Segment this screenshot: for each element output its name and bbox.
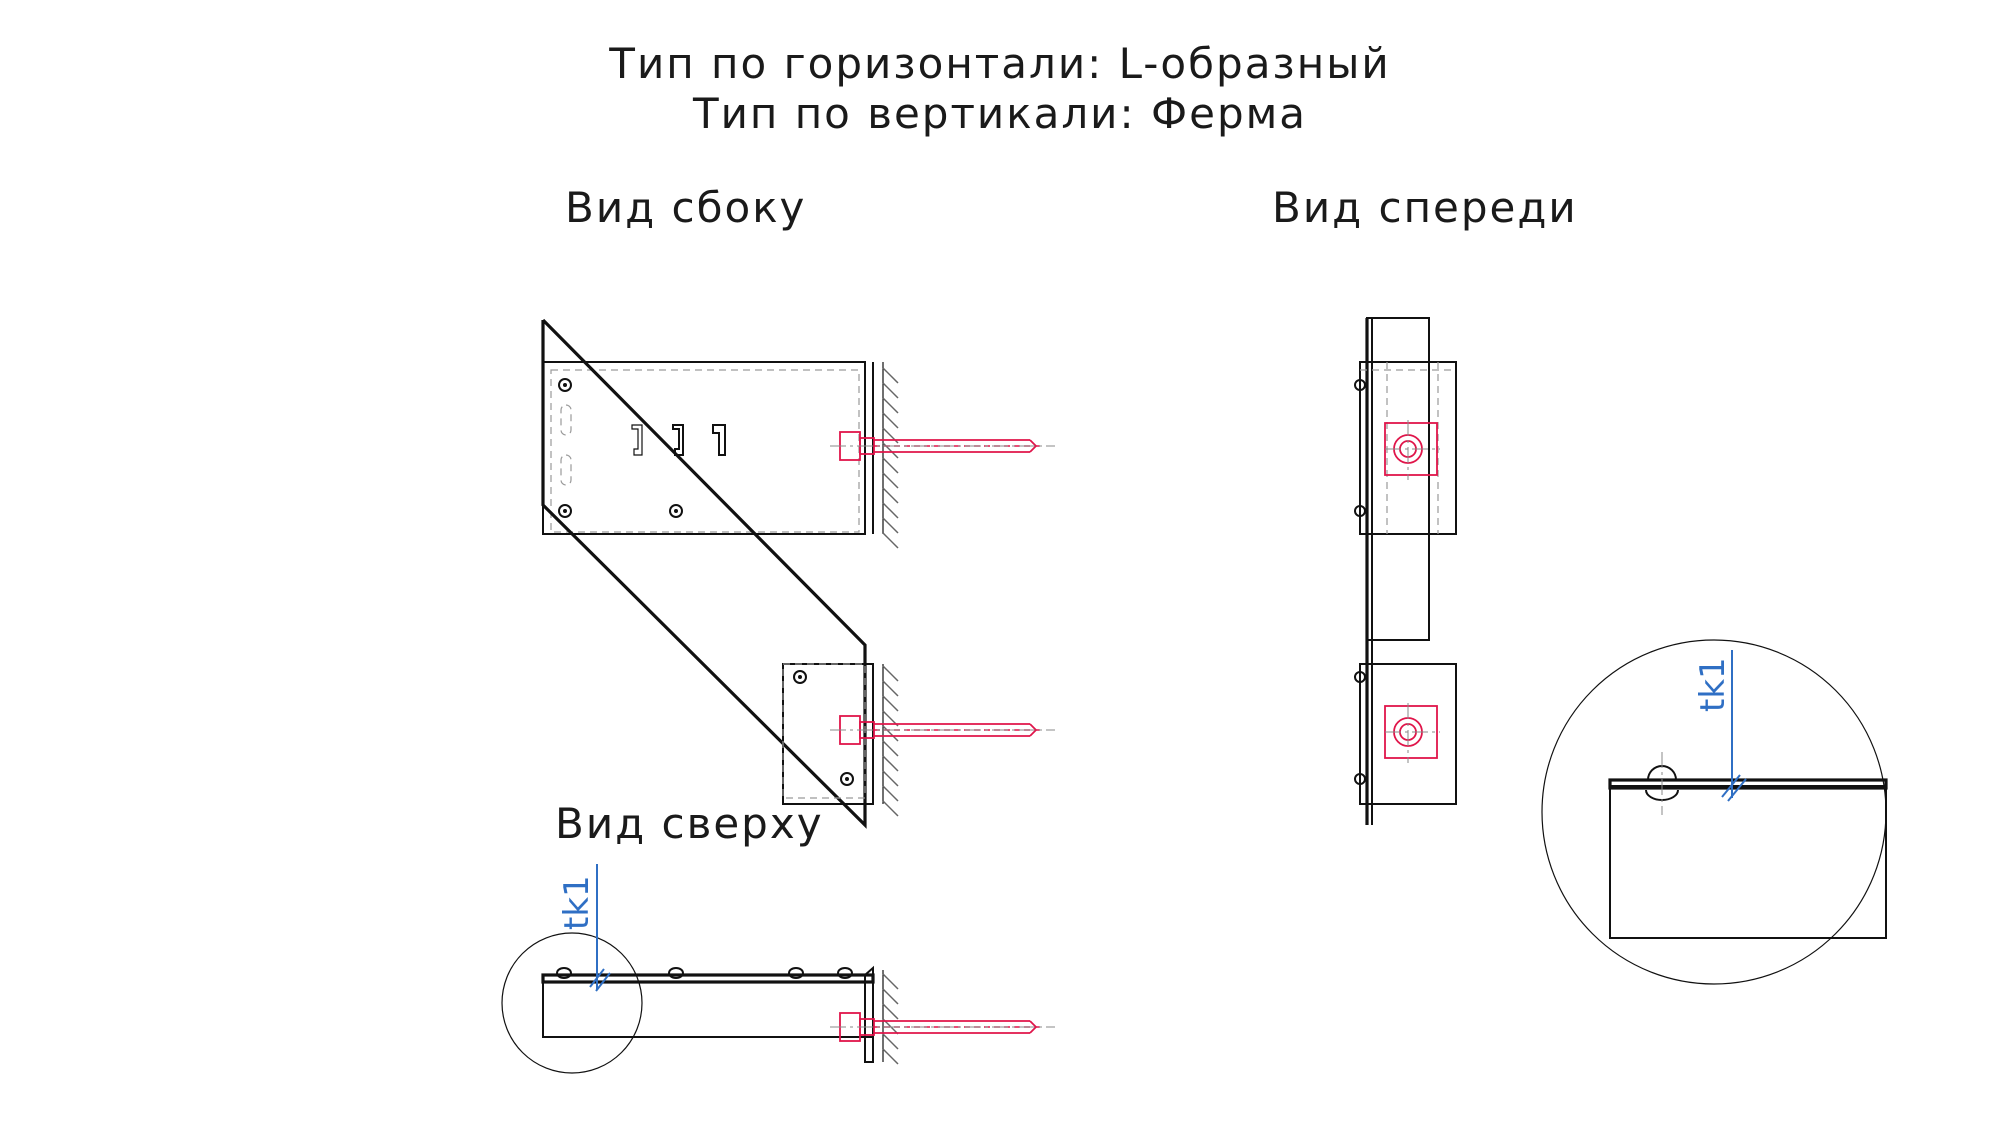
detail-view: tk1	[1541, 639, 1888, 985]
front-upper-bracket	[1359, 361, 1457, 535]
top-anchor	[830, 1012, 1055, 1042]
truss-diagonal	[541, 318, 867, 829]
front-view	[1354, 317, 1457, 825]
side-wall-hatch-lower	[882, 665, 899, 817]
detail-callout-circle	[501, 932, 643, 1074]
front-bolts	[1354, 379, 1366, 785]
slot-hole-lower	[560, 454, 572, 486]
front-anchor-upper	[1384, 420, 1440, 480]
side-view	[541, 318, 1055, 829]
front-view-label: Вид спереди	[1272, 183, 1578, 232]
front-lower-bracket	[1359, 663, 1457, 805]
vertical-type-title: Тип по вертикали: Ферма	[692, 89, 1307, 138]
top-view: tk1	[501, 864, 1055, 1074]
side-wall-hatch-upper	[882, 367, 899, 549]
slot-hole-upper	[560, 404, 572, 436]
top-wall-hatch	[882, 973, 899, 1065]
front-upper-web	[1366, 317, 1430, 641]
horizontal-type-title: Тип по горизонтали: L-образный	[608, 39, 1390, 88]
top-bolt-heads	[556, 967, 853, 979]
weld-tick-1	[589, 968, 605, 988]
weld-detail-tick-2	[1727, 778, 1747, 802]
lower-hidden-flange	[782, 663, 866, 799]
upper-bracket-plate	[542, 361, 866, 535]
profile-hook-3	[712, 424, 726, 456]
weld-detail-tick-1	[1721, 774, 1741, 798]
profile-hook-2	[672, 424, 684, 456]
side-bolts	[558, 378, 854, 786]
upper-hidden-flange	[550, 369, 860, 533]
side-anchor-upper	[830, 431, 1055, 461]
detail-bracket-body	[1609, 785, 1887, 939]
top-bracket-leg	[864, 965, 874, 1063]
profile-hook-1	[631, 424, 643, 456]
top-view-label: Вид сверху	[555, 799, 824, 848]
side-view-label: Вид сбоку	[565, 183, 806, 232]
weld-label-top: tk1	[557, 875, 597, 930]
detail-flange-plate	[1608, 778, 1888, 790]
top-flange-plate	[541, 973, 875, 984]
side-anchor-lower	[830, 715, 1055, 745]
weld-tick-2	[595, 972, 611, 992]
weld-label-detail: tk1	[1693, 657, 1733, 712]
front-anchor-lower	[1384, 703, 1440, 763]
